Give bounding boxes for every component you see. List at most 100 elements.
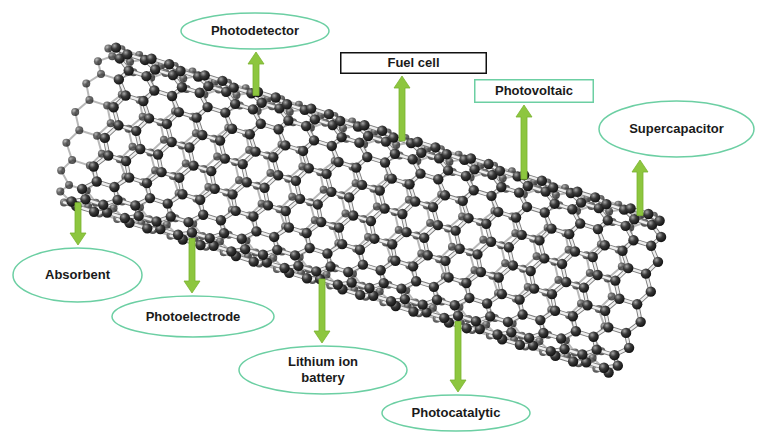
- carbon-atom: [111, 42, 121, 52]
- carbon-atom: [77, 184, 87, 194]
- carbon-atom: [359, 120, 369, 130]
- carbon-atom: [256, 98, 266, 108]
- carbon-nanotube: [56, 42, 666, 377]
- carbon-atom: [89, 207, 99, 217]
- carbon-atom: [369, 233, 379, 243]
- carbon-atom: [89, 161, 99, 171]
- carbon-atom: [366, 216, 376, 226]
- carbon-atom: [134, 211, 144, 221]
- carbon-atom: [311, 266, 321, 276]
- carbon-atom: [240, 244, 250, 254]
- carbon-atom: [273, 124, 283, 134]
- carbon-atom: [65, 181, 73, 189]
- carbon-atom: [227, 124, 237, 134]
- carbon-atom: [220, 153, 230, 163]
- carbon-atom: [325, 261, 335, 271]
- carbon-atom: [82, 79, 90, 87]
- carbon-atom: [301, 121, 311, 131]
- carbon-atom: [304, 163, 314, 173]
- carbon-atom: [279, 263, 289, 273]
- carbon-atom: [251, 226, 261, 236]
- carbon-atom: [237, 159, 247, 169]
- carbon-atom: [97, 70, 105, 78]
- carbon-atom: [259, 183, 269, 193]
- back-bonds: [60, 48, 654, 369]
- carbon-atom: [306, 103, 316, 113]
- carbon-atom: [271, 92, 281, 102]
- carbon-atom: [250, 146, 260, 156]
- carbon-atom: [166, 211, 176, 221]
- carbon-atom: [138, 96, 148, 106]
- carbon-atom: [333, 157, 343, 167]
- carbon-atom: [248, 211, 258, 221]
- front-atoms: [66, 42, 666, 377]
- carbon-atom: [162, 119, 172, 129]
- carbon-atom: [333, 279, 343, 289]
- carbon-atom: [327, 141, 337, 151]
- carbon-atom: [144, 113, 154, 123]
- carbon-atom: [177, 82, 187, 92]
- carbon-atom: [114, 74, 124, 84]
- carbon-atom: [229, 82, 239, 92]
- carbon-atom: [167, 91, 177, 101]
- carbon-atom: [173, 229, 183, 239]
- carbon-atom: [68, 156, 76, 164]
- carbon-atom: [141, 71, 151, 81]
- carbon-atom: [316, 217, 326, 227]
- carbon-atom: [124, 65, 134, 75]
- carbon-atom: [344, 192, 354, 202]
- carbon-atom: [103, 150, 113, 160]
- carbon-atom: [124, 172, 134, 182]
- carbon-atom: [85, 96, 93, 104]
- carbon-atom: [145, 193, 155, 203]
- carbon-atom: [197, 130, 207, 140]
- carbon-atom: [291, 176, 301, 186]
- carbon-atom: [269, 232, 279, 242]
- carbon-atom: [62, 139, 70, 147]
- carbon-atom: [188, 160, 198, 170]
- carbon-atom: [298, 146, 308, 156]
- carbon-atom: [351, 162, 361, 172]
- carbon-atom: [174, 172, 184, 182]
- carbon-atom: [334, 222, 344, 232]
- carbon-atom: [336, 132, 346, 142]
- front-bonds: [64, 48, 661, 373]
- carbon-atom: [175, 66, 185, 76]
- carbon-atom: [343, 267, 353, 277]
- carbon-atom: [358, 259, 368, 269]
- carbon-atom: [191, 112, 201, 122]
- carbon-atom: [217, 76, 227, 86]
- carbon-atom: [313, 199, 323, 209]
- carbon-atom: [355, 244, 365, 254]
- carbon-atom: [258, 250, 268, 260]
- carbon-atom: [310, 114, 320, 124]
- carbon-atom: [337, 239, 347, 249]
- carbon-atom: [284, 222, 294, 232]
- carbon-atom: [348, 210, 358, 220]
- carbon-atom: [198, 210, 208, 220]
- carbon-atom: [215, 135, 225, 145]
- carbon-atom: [200, 70, 210, 80]
- carbon-atom: [80, 194, 90, 204]
- carbon-atom: [335, 116, 345, 126]
- carbon-atom: [248, 104, 258, 114]
- carbon-atom: [237, 234, 247, 244]
- carbon-atom: [164, 59, 174, 69]
- carbon-atom: [273, 170, 283, 180]
- carbon-atom: [272, 245, 282, 255]
- carbon-atom: [245, 129, 255, 139]
- carbon-atom: [156, 167, 166, 177]
- carbon-atom: [108, 102, 118, 112]
- carbon-atom: [94, 57, 102, 65]
- carbon-atom: [309, 135, 319, 145]
- carbon-atom: [75, 126, 83, 134]
- carbon-atom: [131, 126, 141, 136]
- carbon-atom: [166, 137, 176, 147]
- carbon-atom: [112, 195, 122, 205]
- carbon-atom: [163, 198, 173, 208]
- carbon-atom: [153, 149, 163, 159]
- carbon-atom: [195, 195, 205, 205]
- carbon-atom: [322, 248, 332, 258]
- carbon-atom: [151, 216, 161, 226]
- back-atoms: [56, 45, 658, 373]
